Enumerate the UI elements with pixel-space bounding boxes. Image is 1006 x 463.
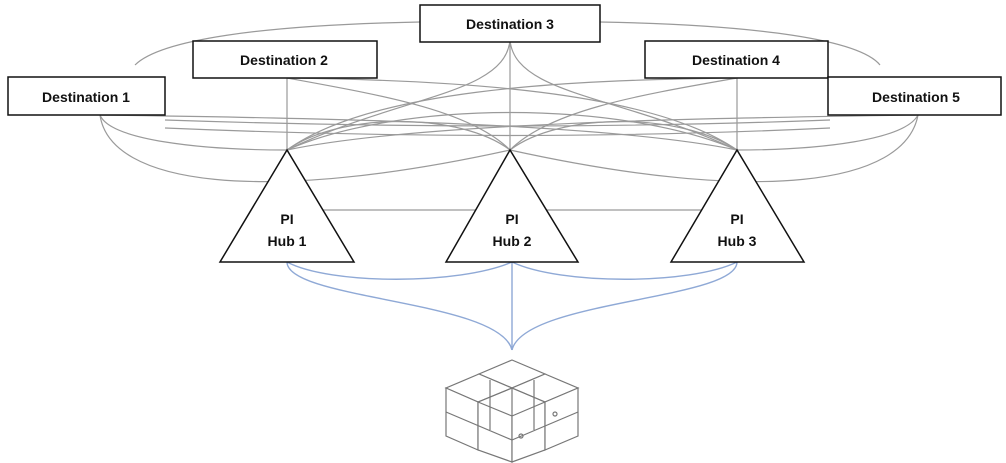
link-band-lower bbox=[164, 127, 831, 137]
hub-container-links bbox=[286, 261, 738, 351]
pi-hub-1-line2: Hub 1 bbox=[268, 233, 307, 249]
destination-4-label: Destination 4 bbox=[692, 52, 780, 68]
link-dest5-hub2 bbox=[509, 114, 919, 183]
destination-3-box: Destination 3 bbox=[419, 4, 601, 43]
destination-4-box: Destination 4 bbox=[644, 40, 829, 79]
destination-2-box: Destination 2 bbox=[192, 40, 378, 79]
destination-boxes: Destination 1 Destination 2 Destination … bbox=[7, 4, 1002, 116]
pi-hub-2-line2: Hub 2 bbox=[493, 233, 532, 249]
link-dest2-hub2 bbox=[286, 77, 511, 151]
link-dest1-hub3 bbox=[99, 114, 738, 151]
link-hub3-container bbox=[511, 261, 738, 351]
link-band-upper bbox=[164, 119, 831, 127]
link-dest3-outer bbox=[134, 21, 421, 66]
pi-hub-2: PI Hub 2 bbox=[444, 148, 580, 263]
pi-hub-2-line1: PI bbox=[505, 211, 518, 227]
pi-hub-3-line2: Hub 3 bbox=[718, 233, 757, 249]
link-hub-arc-wide bbox=[286, 111, 738, 151]
link-dest1-hub2 bbox=[99, 114, 511, 183]
link-hub-arc-left bbox=[286, 120, 511, 151]
link-dest5-hub3 bbox=[736, 114, 919, 151]
destination-5-box: Destination 5 bbox=[827, 76, 1002, 116]
link-hub2-hub3 bbox=[511, 261, 738, 280]
pi-hubs: PI Hub 1 PI Hub 2 PI Hub 3 bbox=[218, 148, 806, 263]
link-dest3-hub1 bbox=[286, 39, 511, 151]
link-hub-arc-right bbox=[509, 120, 738, 151]
destination-5-label: Destination 5 bbox=[872, 89, 960, 105]
hub-destination-links bbox=[99, 21, 919, 211]
link-dest4-hub1 bbox=[286, 77, 738, 151]
destination-3-label: Destination 3 bbox=[466, 16, 554, 32]
pi-hub-1: PI Hub 1 bbox=[218, 148, 356, 263]
link-dest1-hub1 bbox=[99, 114, 288, 151]
link-dest3-outer-right bbox=[599, 21, 881, 66]
destination-1-box: Destination 1 bbox=[7, 76, 166, 116]
link-dest5-hub1 bbox=[286, 114, 919, 151]
destination-1-label: Destination 1 bbox=[42, 89, 130, 105]
link-hub1-container bbox=[286, 261, 513, 351]
destination-2-label: Destination 2 bbox=[240, 52, 328, 68]
container-cube-icon bbox=[444, 359, 580, 463]
link-dest2-hub3 bbox=[286, 77, 738, 151]
link-hub1-hub2 bbox=[286, 261, 513, 280]
link-dest4-hub2 bbox=[509, 77, 738, 151]
pi-hub-3-line1: PI bbox=[730, 211, 743, 227]
pi-hub-1-line1: PI bbox=[280, 211, 293, 227]
pi-hub-3: PI Hub 3 bbox=[669, 148, 806, 263]
